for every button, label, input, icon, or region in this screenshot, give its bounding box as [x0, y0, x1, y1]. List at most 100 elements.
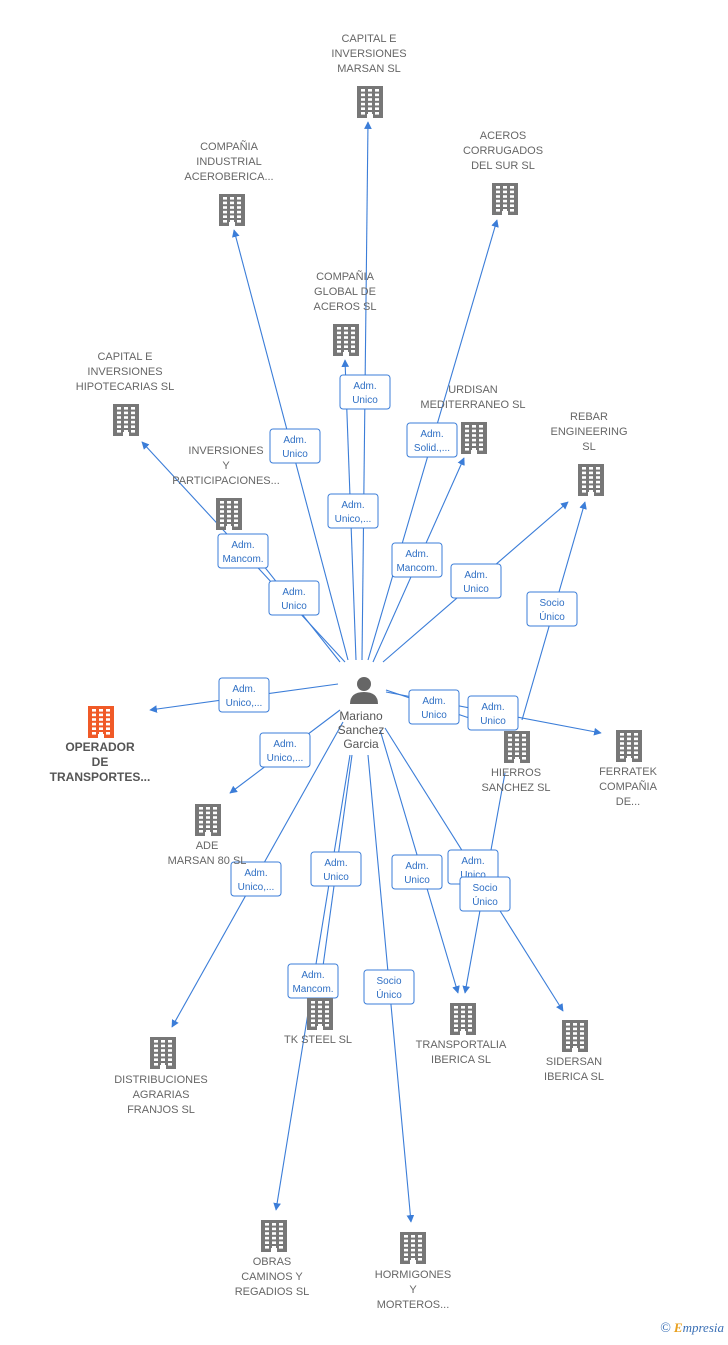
edge-label-mariano-sidersan[interactable]: Adm.Unico [447, 849, 499, 885]
company-label-line: INVERSIONES [331, 48, 406, 60]
edge-label-text: Unico [282, 449, 308, 460]
edge-label-text: Unico [323, 872, 349, 883]
edge-label-text: Adm. [232, 684, 255, 695]
building-icon [333, 324, 359, 356]
edge-label-box [230, 861, 282, 897]
edge-label-text: Adm. [273, 739, 296, 750]
edge-labels-layer: Adm.UnicoAdm.UnicoAdm.Solid.,...Adm.Unic… [217, 374, 578, 1005]
building-icon [450, 1003, 476, 1035]
edge-label-text: Unico [352, 395, 378, 406]
brand-initial: E [673, 1320, 683, 1335]
edge-label-box [310, 851, 362, 887]
edge-label-mariano-capital_marsan[interactable]: Adm. Unico [339, 374, 391, 410]
company-label-line: REBAR [570, 411, 608, 423]
edge-label-text: Mancom. [292, 984, 333, 995]
edge-label-text: Adm. [301, 970, 324, 981]
company-node-operador[interactable]: OPERADORDETRANSPORTES... [50, 706, 151, 784]
edge-label-box [327, 493, 379, 529]
company-label-line: HIPOTECARIAS SL [76, 381, 174, 393]
company-label-line: CAPITAL E [341, 33, 396, 45]
edge-label-mariano-aceros_sur[interactable]: Adm.Solid.,... [406, 422, 458, 458]
edge-label-text: Adm. [283, 435, 306, 446]
building-icon [400, 1232, 426, 1264]
company-label-line: INVERSIONES [87, 366, 162, 378]
edge-label-text: Adm. [282, 587, 305, 598]
edge-label-text: Unico,... [226, 698, 263, 709]
edge-label-box [459, 876, 511, 912]
edge-label-mariano-obras[interactable]: Adm. Mancom. [287, 963, 339, 999]
company-label-line: COMPAÑIA [599, 780, 658, 793]
company-node-ferratek[interactable]: FERRATEKCOMPAÑIADE... [599, 730, 658, 808]
edge-label-text: Socio [539, 598, 564, 609]
edge-label-mariano-aceroberica[interactable]: Adm. Unico [269, 428, 321, 464]
edge-label-text: Solid.,... [414, 443, 450, 454]
company-node-hormigones[interactable]: HORMIGONESYMORTEROS... [375, 1232, 451, 1311]
edge-label-mariano-hierros[interactable]: Adm.Unico [408, 689, 460, 725]
building-icon [492, 183, 518, 215]
edge-label-mariano-urdisan[interactable]: Adm.Mancom. [391, 542, 443, 578]
edge-label-mariano-global_aceros[interactable]: Adm.Unico,... [327, 493, 379, 529]
edge-label-text: Adm. [464, 570, 487, 581]
edge-label-mariano-ferratek[interactable]: Adm.Unico [467, 695, 519, 731]
edge-label-text: Unico [460, 870, 486, 881]
company-label-line: Y [409, 1284, 417, 1296]
edge-label-text: Unico [480, 716, 506, 727]
building-icon [88, 706, 114, 738]
edge-label-mariano-distribuciones[interactable]: Adm.Unico,... [230, 861, 282, 897]
edge-label-mariano-tk_steel[interactable]: Adm.Unico [310, 851, 362, 887]
edge-label-mariano-ade_marsan[interactable]: Adm.Unico,... [259, 732, 311, 768]
edge-label-box [218, 677, 270, 713]
building-icon [357, 86, 383, 118]
brand-name: mpresia [682, 1320, 724, 1335]
person-label-line: Garcia [343, 737, 379, 751]
edge-label-mariano-rebar[interactable]: Adm. Unico [450, 563, 502, 599]
company-label-line: HIERROS [491, 767, 541, 779]
building-icon [461, 422, 487, 454]
company-node-tk_steel[interactable]: TK STEEL SL [284, 998, 352, 1046]
edge-label-mariano-capital_hipo[interactable]: Adm.Mancom. [217, 533, 269, 569]
building-icon [504, 731, 530, 763]
company-label-line: TK STEEL SL [284, 1034, 352, 1046]
edge-label-box [406, 422, 458, 458]
edge-label-text: Adm. [244, 868, 267, 879]
edge-label-text: Adm. [231, 540, 254, 551]
edge-label-text: Unico,... [335, 514, 372, 525]
edge-label-mariano-operador[interactable]: Adm. Unico,... [218, 677, 270, 713]
edge-label-text: Unico [463, 584, 489, 595]
building-icon [195, 804, 221, 836]
edge-label-box [391, 542, 443, 578]
edge-label-text: Único [376, 988, 402, 1001]
company-label-line: ADE [196, 840, 219, 852]
company-node-inversiones_part[interactable]: INVERSIONESYPARTICIPACIONES... [172, 445, 280, 530]
building-icon [113, 404, 139, 436]
edge-label-text: Unico [404, 875, 430, 886]
edge-label-text: Adm. [422, 696, 445, 707]
edge-label-mariano-inversiones_part[interactable]: Adm.Unico [268, 580, 320, 616]
company-node-aceroberica[interactable]: COMPAÑIAINDUSTRIALACEROBERICA... [184, 140, 274, 226]
company-label-line: SL [582, 441, 595, 453]
edge-label-box [363, 969, 415, 1005]
edge-label-text: Adm. [353, 381, 376, 392]
company-label-line: COMPAÑIA [200, 140, 259, 153]
edge-label-text: Socio [376, 976, 401, 987]
building-icon [307, 998, 333, 1030]
edge-label-mariano-transportalia[interactable]: Adm.Unico [391, 854, 443, 890]
